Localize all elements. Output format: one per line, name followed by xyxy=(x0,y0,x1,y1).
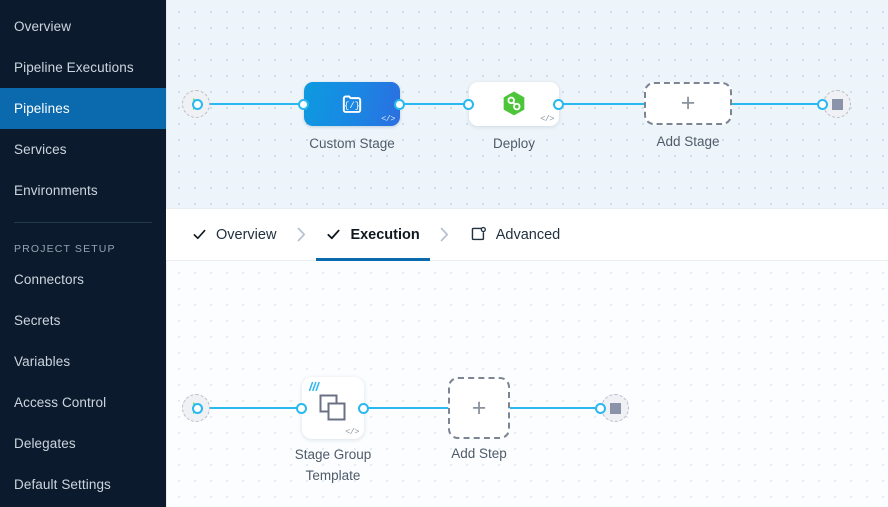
sidebar-divider xyxy=(14,222,152,223)
sidebar-item-label: Overview xyxy=(14,19,72,34)
sidebar-item-pipelines[interactable]: Pipelines xyxy=(0,88,166,129)
port-custom-stage-out[interactable] xyxy=(394,99,405,110)
execution-steps-canvas[interactable]: </> Stage Group Template + Add Step xyxy=(166,261,888,507)
stop-icon xyxy=(609,402,621,414)
sidebar-item-secrets[interactable]: Secrets xyxy=(0,300,166,341)
add-stage-button[interactable]: + xyxy=(644,82,732,125)
connector-custom-stage-to-deploy xyxy=(393,103,475,105)
tab-advanced[interactable]: Advanced xyxy=(460,209,571,261)
code-marker-icon: </> xyxy=(381,114,395,124)
sidebar-item-label: Connectors xyxy=(14,272,85,287)
tab-separator xyxy=(430,227,460,242)
sidebar-item-pipeline-executions[interactable]: Pipeline Executions xyxy=(0,47,166,88)
sidebar-item-connectors[interactable]: Connectors xyxy=(0,259,166,300)
sidebar-item-overview[interactable]: Overview xyxy=(0,6,166,47)
sidebar-item-label: Default Settings xyxy=(14,477,111,492)
port-stage-group-template-in[interactable] xyxy=(296,403,307,414)
port-custom-stage-in[interactable] xyxy=(298,99,309,110)
sidebar-section-label: PROJECT SETUP xyxy=(14,243,116,255)
tab-separator xyxy=(286,227,316,242)
stage-label-custom-stage: Custom Stage xyxy=(309,136,395,151)
svg-text:{/}: {/} xyxy=(344,101,360,111)
tab-label: Execution xyxy=(350,226,420,243)
advanced-panel-icon xyxy=(471,226,486,241)
port-start-out[interactable] xyxy=(192,403,203,414)
sidebar-item-label: Environments xyxy=(14,183,98,198)
tab-label: Advanced xyxy=(495,226,561,243)
chevron-right-icon xyxy=(297,227,305,242)
sidebar-item-variables[interactable]: Variables xyxy=(0,341,166,382)
plus-icon: + xyxy=(471,393,487,422)
stage-tabbar: Overview Execution xyxy=(166,208,888,261)
sidebar-item-label: Pipelines xyxy=(14,101,70,116)
connector-add-stage-to-end xyxy=(715,103,823,105)
stacked-squares-icon xyxy=(319,394,346,421)
tab-label: Overview xyxy=(216,226,277,243)
check-icon xyxy=(327,229,341,240)
main-content: {/} </> Custom Stage </> xyxy=(166,0,888,507)
sidebar-item-label: Variables xyxy=(14,354,71,369)
pipeline-end-node[interactable] xyxy=(823,90,851,118)
stage-label-add-stage: Add Stage xyxy=(656,134,720,149)
connector-stage-group-template-to-add-step xyxy=(363,407,453,409)
port-start-out[interactable] xyxy=(192,99,203,110)
deploy-hexagon-infinity-icon xyxy=(503,91,525,116)
sidebar-item-label: Delegates xyxy=(14,436,76,451)
sidebar-item-environments[interactable]: Environments xyxy=(0,170,166,211)
connector-start-to-stage-group-template xyxy=(197,407,314,409)
stage-node-custom-stage[interactable]: {/} </> xyxy=(304,82,400,126)
sidebar-item-delegates[interactable]: Delegates xyxy=(0,423,166,464)
port-deploy-out[interactable] xyxy=(553,99,564,110)
sidebar-item-label: Secrets xyxy=(14,313,61,328)
stage-node-deploy[interactable]: </> xyxy=(469,82,559,126)
stop-icon xyxy=(831,98,843,110)
step-label-stage-group-template: Stage Group Template xyxy=(294,447,372,483)
port-end-in[interactable] xyxy=(817,99,828,110)
stage-label-deploy: Deploy xyxy=(492,136,536,151)
connector-start-to-custom-stage xyxy=(197,103,313,105)
check-icon xyxy=(193,229,206,240)
port-deploy-in[interactable] xyxy=(463,99,474,110)
left-sidebar: Overview Pipeline Executions Pipelines S… xyxy=(0,0,166,507)
sidebar-item-label: Services xyxy=(14,142,67,157)
connector-deploy-to-add-stage xyxy=(557,103,649,105)
sidebar-item-label: Pipeline Executions xyxy=(14,60,134,75)
tab-execution[interactable]: Execution xyxy=(316,209,431,261)
sidebar-item-services[interactable]: Services xyxy=(0,129,166,170)
pipeline-stages-canvas[interactable]: {/} </> Custom Stage </> xyxy=(166,0,888,208)
code-marker-icon: </> xyxy=(540,114,554,124)
sidebar-item-label: Access Control xyxy=(14,395,107,410)
port-end-in[interactable] xyxy=(595,403,606,414)
port-stage-group-template-out[interactable] xyxy=(358,403,369,414)
sidebar-item-default-settings[interactable]: Default Settings xyxy=(0,464,166,505)
code-marker-icon: </> xyxy=(345,427,359,437)
sidebar-item-access-control[interactable]: Access Control xyxy=(0,382,166,423)
tab-overview[interactable]: Overview xyxy=(182,209,286,261)
connector-add-step-to-end xyxy=(507,407,599,409)
custom-stage-icon: {/} xyxy=(342,95,362,113)
chevron-right-icon xyxy=(440,227,449,242)
template-marker-icon xyxy=(308,381,321,392)
add-step-button[interactable]: + xyxy=(448,377,510,439)
step-label-add-step: Add Step xyxy=(451,446,507,461)
plus-icon: + xyxy=(680,89,696,117)
step-node-stage-group-template[interactable]: </> xyxy=(302,377,364,439)
